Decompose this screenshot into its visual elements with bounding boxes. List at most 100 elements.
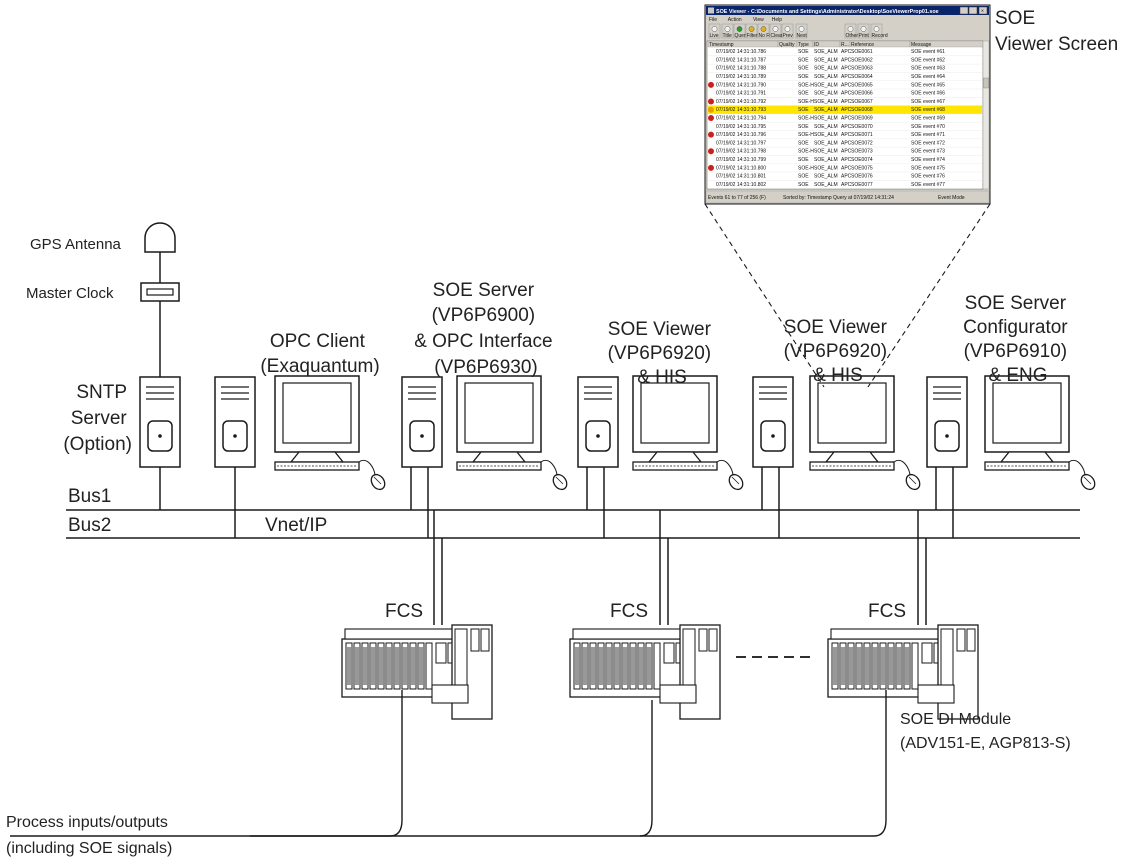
cell-id: SOE_ALM <box>814 99 838 105</box>
cell-ref: SOE0067 <box>851 99 873 105</box>
cell-ref: SOE0075 <box>851 165 873 171</box>
cell-msg: SOE event #62 <box>911 57 945 63</box>
column-header-label: R... <box>841 42 849 48</box>
cell-r: APC <box>841 140 852 146</box>
sntp-server-label: SNTP Server (Option) <box>63 382 132 455</box>
cell-ts: 07/19/02 14:31:10.798 <box>716 149 766 155</box>
alarm-icon <box>708 81 714 88</box>
cell-ts: 07/19/02 14:31:10.796 <box>716 132 766 138</box>
cell-ref: SOE0068 <box>851 107 873 113</box>
scrollbar-thumb[interactable] <box>983 77 989 89</box>
toolbar-no-filt-icon <box>760 26 767 32</box>
cell-ts: 07/19/02 14:31:10.801 <box>716 174 766 180</box>
warning-icon <box>708 106 714 113</box>
cell-msg: SOE event #63 <box>911 66 945 72</box>
alarm-icon <box>708 148 714 155</box>
status-items: Events 61 to 77 of 256 (F) Sorted by: Tim… <box>708 195 965 201</box>
window-controls: × <box>959 6 988 15</box>
soe-server-label: SOE Server (VP6P6900) & OPC Interface (V… <box>414 280 558 378</box>
cell-r: APC <box>841 182 852 188</box>
soe-di-module-label: SOE DI Module (ADV151-E, AGP813-S) <box>900 711 1071 752</box>
cell-ref: SOE0072 <box>851 140 873 146</box>
cell-ref: SOE0065 <box>851 82 873 88</box>
cell-r: APC <box>841 49 852 55</box>
toolbar-label: Other <box>846 33 859 39</box>
sntp-server-tower <box>139 376 181 468</box>
cell-id: SOE_ALM <box>814 57 838 63</box>
app-icon <box>708 7 714 14</box>
cell-id: SOE_ALM <box>814 165 838 171</box>
cell-id: SOE_ALM <box>814 49 838 55</box>
vertical-scrollbar[interactable] <box>982 40 990 190</box>
cell-type: SOE <box>798 66 809 72</box>
column-header-label: Quality <box>779 42 795 48</box>
toolbar-label: Next <box>797 33 808 39</box>
cell-ts: 07/19/02 14:31:10.794 <box>716 116 766 122</box>
minimize-button[interactable] <box>959 6 969 15</box>
cell-type: SOE <box>798 124 809 130</box>
toolbar-label: Record <box>872 33 888 39</box>
cell-msg: SOE event #74 <box>911 157 945 163</box>
cell-ref: SOE0071 <box>851 132 873 138</box>
cell-id: SOE_ALM <box>814 91 838 97</box>
cell-ts: 07/19/02 14:31:10.799 <box>716 157 766 163</box>
cell-id: SOE_ALM <box>814 116 838 122</box>
cell-ts: 07/19/02 14:31:10.789 <box>716 74 766 80</box>
cell-id: SOE_ALM <box>814 74 838 80</box>
cell-msg: SOE event #67 <box>911 99 945 105</box>
cell-type: SOE <box>798 140 809 146</box>
status-item: Sorted by: Timestamp Query at 07/19/02 1… <box>783 195 894 201</box>
window-menu-bar: File Action View Help <box>709 17 782 23</box>
cell-ts: 07/19/02 14:31:10.788 <box>716 66 766 72</box>
toolbar-print-icon <box>860 26 867 32</box>
cell-id: SOE_ALM <box>814 124 838 130</box>
zoom-lines <box>704 203 991 388</box>
cell-msg: SOE event #72 <box>911 140 945 146</box>
cell-msg: SOE event #76 <box>911 174 945 180</box>
menu-item-action[interactable]: Action <box>728 17 742 23</box>
menu-item-view[interactable]: View <box>753 17 764 23</box>
cell-r: APC <box>841 57 852 63</box>
cell-ref: SOE0066 <box>851 91 873 97</box>
toolbar-label: Prev <box>783 33 794 39</box>
close-icon: × <box>981 9 984 15</box>
maximize-button[interactable] <box>968 6 978 15</box>
column-header-label: Reference <box>851 42 874 48</box>
cell-msg: SOE event #69 <box>911 116 945 122</box>
cell-ref: SOE0069 <box>851 116 873 122</box>
cell-msg: SOE event #71 <box>911 132 945 138</box>
cell-r: APC <box>841 157 852 163</box>
cell-ts: 07/19/02 14:31:10.791 <box>716 91 766 97</box>
cell-ref: SOE0062 <box>851 57 873 63</box>
menu-item-file[interactable]: File <box>709 17 717 23</box>
status-item: Events 61 to 77 of 256 (F) <box>708 195 766 201</box>
alarm-icon <box>708 115 714 122</box>
vnet-label: Vnet/IP <box>265 515 327 536</box>
cell-type: SOE <box>798 74 809 80</box>
menu-item-help[interactable]: Help <box>772 17 783 23</box>
cell-msg: SOE event #68 <box>911 107 945 113</box>
status-bar <box>705 190 990 204</box>
process-io-label: Process inputs/outputs (including SOE si… <box>6 814 172 857</box>
toolbar-record-icon <box>873 26 880 32</box>
close-button[interactable] <box>978 6 988 15</box>
